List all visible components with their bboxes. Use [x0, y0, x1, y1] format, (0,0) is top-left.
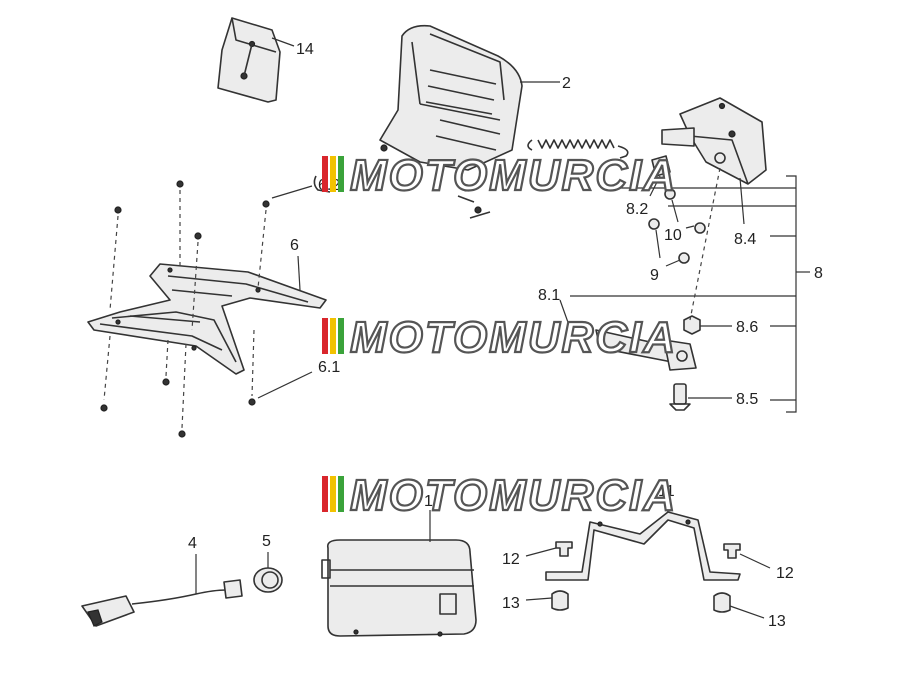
- label-2: 2: [562, 75, 571, 92]
- part-10-bolts: [664, 188, 706, 234]
- watermark-text-3: MOTOMURCIA: [350, 471, 677, 520]
- part-11-strap: [545, 499, 741, 581]
- part-14-bag: [217, 17, 295, 103]
- label-8-5: 8.5: [736, 391, 758, 408]
- part-spring: [527, 139, 629, 159]
- watermark-text-1: MOTOMURCIA: [350, 151, 677, 200]
- label-12-right: 12: [776, 565, 794, 582]
- label-14: 14: [296, 41, 314, 58]
- label-8-1: 8.1: [538, 287, 560, 304]
- part-6-2-clip: [271, 175, 331, 199]
- part-6-plate: [87, 255, 327, 375]
- label-8-2: 8.2: [626, 201, 648, 218]
- part-8-1-rod: [559, 299, 697, 371]
- leader-6-1: [257, 371, 313, 399]
- part-2-rear-rack: [379, 24, 560, 219]
- watermark-1: MOTOMURCIA: [322, 150, 677, 201]
- group-8-bracket: [570, 175, 810, 413]
- part-4-cable: [81, 554, 243, 627]
- watermark-text-2: MOTOMURCIA: [350, 313, 677, 362]
- label-4: 4: [188, 535, 197, 552]
- part-8-4-bracket: [661, 97, 767, 225]
- dash-bracket-to-rod: [689, 167, 721, 321]
- watermark-3: MOTOMURCIA: [322, 470, 677, 521]
- part-9-nuts: [648, 218, 690, 267]
- part-13-spacers: [525, 590, 765, 619]
- label-1: 1: [424, 493, 433, 510]
- label-6: 6: [290, 237, 299, 254]
- label-6-2: 6.2: [318, 177, 340, 194]
- label-11: 11: [658, 483, 675, 500]
- part-12-bolts: [525, 541, 771, 569]
- part-8-2-block: [649, 155, 671, 197]
- label-8-4: 8.4: [734, 231, 756, 248]
- part-6-screws: [100, 180, 270, 438]
- part-1-box: [321, 510, 477, 637]
- label-8-6: 8.6: [736, 319, 758, 336]
- label-13-right: 13: [768, 613, 786, 630]
- watermark-2: MOTOMURCIA: [322, 312, 677, 363]
- label-5: 5: [262, 533, 271, 550]
- label-9: 9: [650, 267, 659, 284]
- label-6-1: 6.1: [318, 359, 340, 376]
- part-5-grommet: [253, 552, 283, 593]
- part-8-5-pin: [669, 383, 691, 411]
- label-13-left: 13: [502, 595, 520, 612]
- label-12-left: 12: [502, 551, 520, 568]
- part-8-6-nut: [683, 315, 701, 335]
- label-8: 8: [814, 265, 823, 282]
- label-10: 10: [664, 227, 682, 244]
